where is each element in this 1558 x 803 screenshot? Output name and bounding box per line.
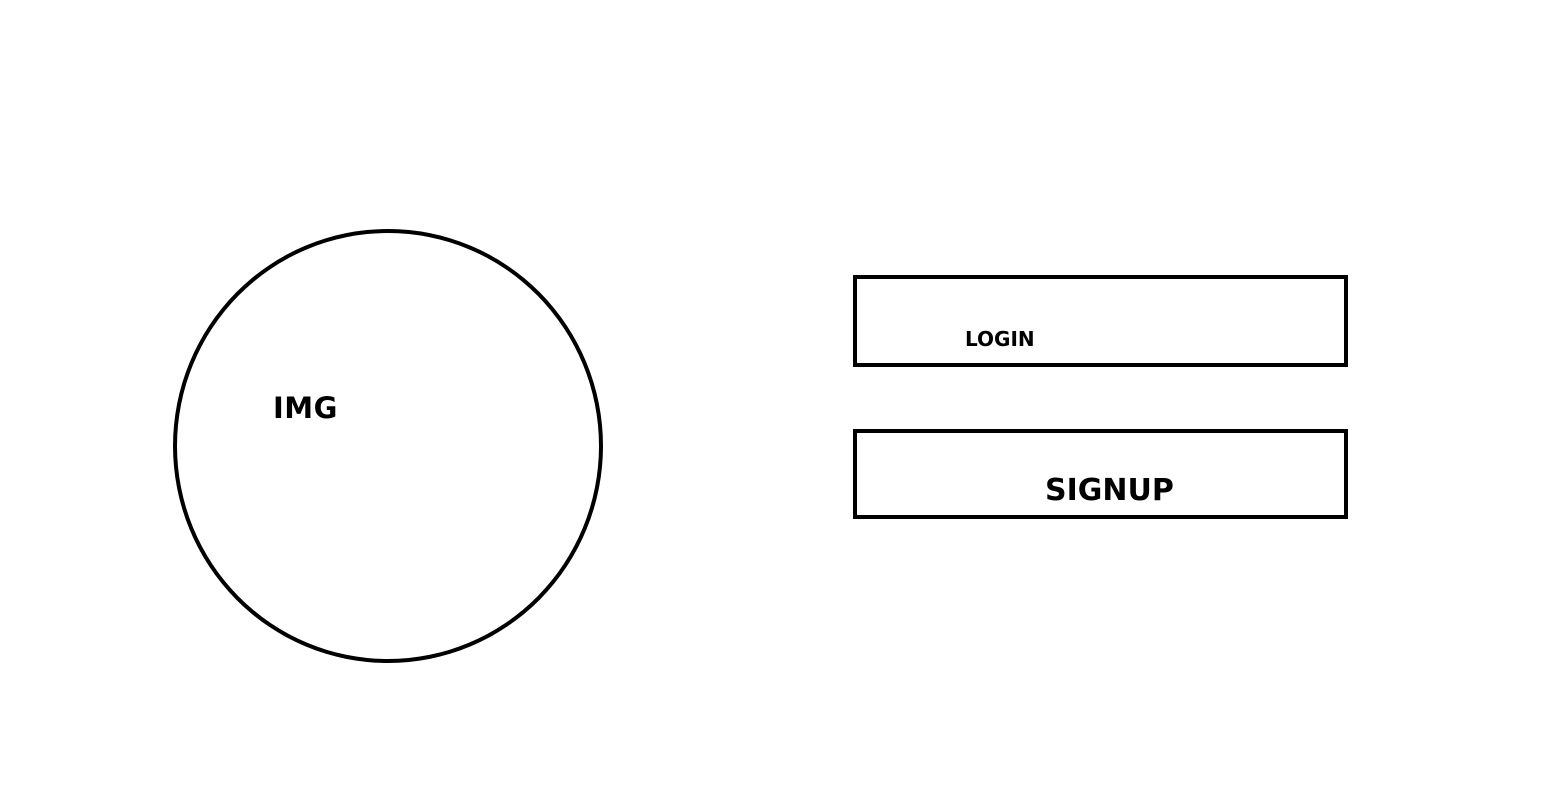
login-button[interactable]: LOGIN <box>853 275 1348 367</box>
login-button-label: LOGIN <box>965 327 1035 351</box>
image-placeholder: IMG <box>173 229 603 663</box>
signup-button-label: SIGNUP <box>1045 473 1174 508</box>
image-placeholder-label: IMG <box>273 391 338 425</box>
signup-button[interactable]: SIGNUP <box>853 429 1348 519</box>
